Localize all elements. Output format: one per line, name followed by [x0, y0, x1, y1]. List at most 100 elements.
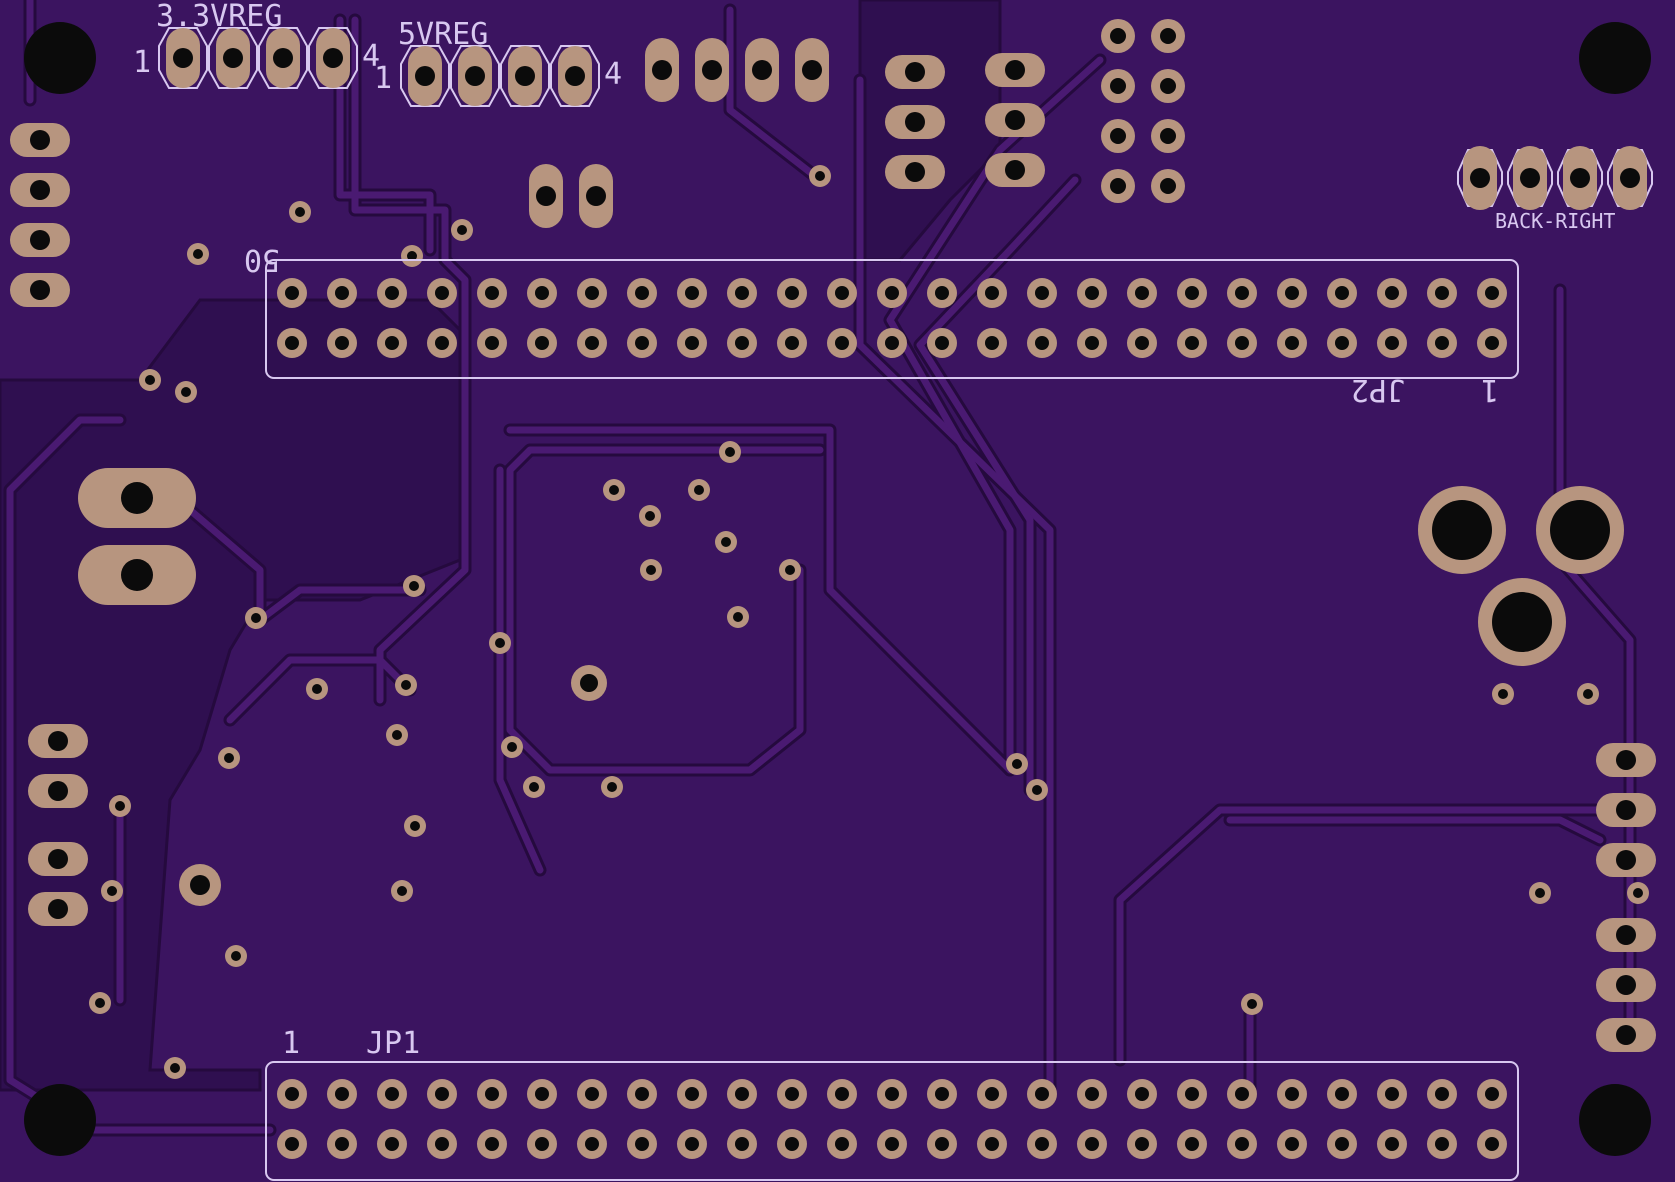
jp2-pin [377, 278, 407, 308]
small-vertical-pad [579, 164, 613, 228]
jp2-pin [327, 278, 357, 308]
jp2-pin [1277, 328, 1307, 358]
jp2-pin [677, 328, 707, 358]
jp2-pin [1077, 328, 1107, 358]
regulator-pin [500, 45, 550, 107]
jp1-pin [1027, 1129, 1057, 1159]
jp2-pin [1277, 278, 1307, 308]
via [501, 736, 523, 758]
jp1-pin [327, 1079, 357, 1109]
left-top-pad [10, 173, 70, 207]
via [245, 607, 267, 629]
grid-pad [1101, 19, 1135, 53]
via [109, 795, 131, 817]
jp2-pin [627, 328, 657, 358]
label-jp2-pin50: 50 [244, 242, 280, 277]
right-pad [1596, 918, 1656, 952]
regulator-pin [208, 27, 258, 89]
jp2-pin [477, 328, 507, 358]
label-reg5: 5VREG [398, 17, 488, 52]
via [1529, 882, 1551, 904]
via [809, 165, 831, 187]
jp2-pin [977, 328, 1007, 358]
via [101, 880, 123, 902]
via [289, 201, 311, 223]
jp1-pin [1427, 1129, 1457, 1159]
via [1241, 993, 1263, 1015]
jp1-pin [627, 1129, 657, 1159]
mounting-holes [24, 22, 1651, 1156]
jp1-pin [727, 1079, 757, 1109]
label-jp1-pin1: 1 [282, 1026, 300, 1061]
jp2-pin [727, 328, 757, 358]
jp1-pin [1027, 1079, 1057, 1109]
jp2-pin [827, 278, 857, 308]
jp1-pin [727, 1129, 757, 1159]
mounting-hole-bottom-right [1579, 1084, 1651, 1156]
left-top-pad [10, 223, 70, 257]
back-right-pin [1507, 146, 1553, 210]
via [715, 531, 737, 553]
regulator-pin [550, 45, 600, 107]
jp2-pin [777, 328, 807, 358]
jp1-pin [377, 1079, 407, 1109]
jp2-header [277, 278, 1507, 358]
jp2-pin [427, 278, 457, 308]
via [489, 632, 511, 654]
jp2-pin [277, 278, 307, 308]
label-reg5-pin-end: 4 [604, 57, 622, 92]
jp1-pin [1377, 1079, 1407, 1109]
jp2-pin [527, 328, 557, 358]
copper-traces [3, 0, 1637, 1137]
via [640, 559, 662, 581]
jp1-pin [627, 1079, 657, 1109]
jp2-pin [277, 328, 307, 358]
grid-pad [1101, 169, 1135, 203]
jp2-pin [527, 278, 557, 308]
jp1-pin [777, 1129, 807, 1159]
left-bottom-pad [28, 724, 88, 758]
jp2-pin [577, 328, 607, 358]
via [225, 945, 247, 967]
jp2-pin [927, 328, 957, 358]
jp1-pin [377, 1129, 407, 1159]
jp1-pin [977, 1079, 1007, 1109]
jp2-pin [377, 328, 407, 358]
jp2-pin [1377, 278, 1407, 308]
jp1-pin [1127, 1079, 1157, 1109]
jp1-pin [1477, 1079, 1507, 1109]
jp1-pin [577, 1129, 607, 1159]
power-pads [78, 468, 196, 605]
back-right-pin [1557, 146, 1603, 210]
jp2-pin [927, 278, 957, 308]
label-jp2-name: JP2 [1351, 372, 1405, 407]
via [451, 219, 473, 241]
jp1-pin [1127, 1129, 1157, 1159]
jp1-pin [677, 1129, 707, 1159]
via [727, 606, 749, 628]
label-reg33-pin-end: 4 [362, 39, 380, 74]
mid-pad-a [885, 55, 945, 89]
jp1-pin [577, 1079, 607, 1109]
jp1-pin [777, 1079, 807, 1109]
jp1-pin [1477, 1129, 1507, 1159]
jp1-pin [427, 1079, 457, 1109]
jp2-pin [1127, 278, 1157, 308]
jp1-pin [1177, 1129, 1207, 1159]
jp1-pin [1427, 1079, 1457, 1109]
jp1-pin [977, 1129, 1007, 1159]
jp2-pin [627, 278, 657, 308]
jp1-pin [327, 1129, 357, 1159]
mid-pad-b [985, 53, 1045, 87]
jp2-pin [1477, 278, 1507, 308]
jp2-pin [727, 278, 757, 308]
jp1-pin [827, 1079, 857, 1109]
jp1-pin [1327, 1079, 1357, 1109]
jp2-pin [827, 328, 857, 358]
jp1-pin [1077, 1079, 1107, 1109]
left-bottom-pad [28, 892, 88, 926]
via [719, 441, 741, 463]
right-pad [1596, 843, 1656, 877]
via [386, 724, 408, 746]
